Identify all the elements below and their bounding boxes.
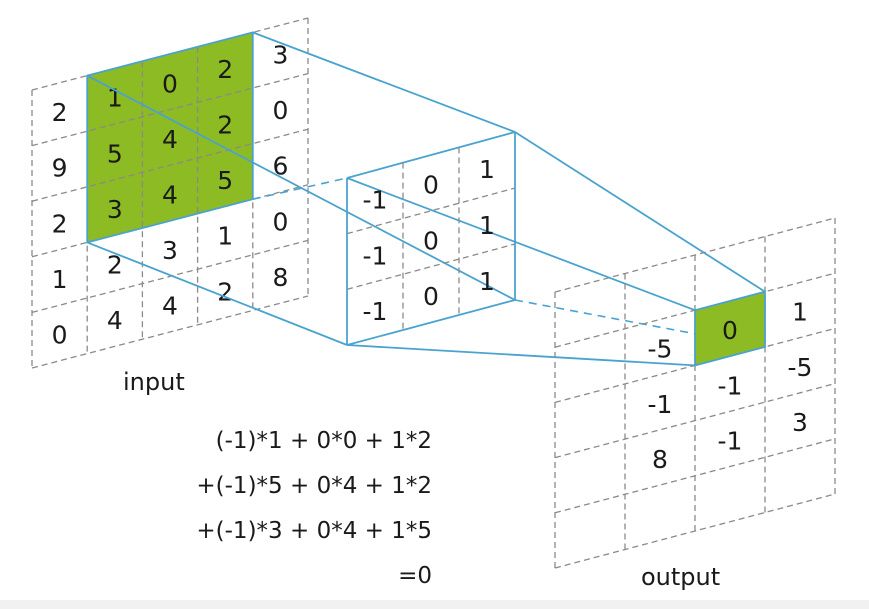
output-cell: -5 xyxy=(788,353,813,382)
kernel-cell: 1 xyxy=(479,155,495,184)
grid-row-line xyxy=(346,243,516,290)
grid-row-line xyxy=(31,128,309,202)
formula-line-2: +(-1)*5 + 0*4 + 1*2 xyxy=(196,473,432,499)
input-cell: 8 xyxy=(272,263,288,292)
connector-line xyxy=(252,31,516,133)
grid-row-line xyxy=(31,72,309,147)
grid-row-line xyxy=(346,131,516,179)
grid-row-line xyxy=(346,187,516,235)
kernel-cell: 0 xyxy=(423,226,439,255)
connector-line xyxy=(252,177,348,200)
input-cell: 0 xyxy=(162,69,178,98)
connector-line xyxy=(346,177,696,312)
formula-line-1: (-1)*1 + 0*0 + 1*2 xyxy=(216,428,432,454)
input-cell: 4 xyxy=(162,292,178,321)
input-cell: 4 xyxy=(162,181,178,210)
input-grid: 2 1 0 2 3 9 5 4 2 0 2 3 4 5 6 1 2 3 1 0 0 4 4 2 8 xyxy=(31,17,309,369)
input-cell: 0 xyxy=(52,321,68,350)
output-highlight-outline xyxy=(694,290,766,367)
kernel-grid: -1 0 1 -1 0 1 -1 0 1 xyxy=(346,131,516,346)
input-cell: 2 xyxy=(217,55,233,84)
input-highlight xyxy=(87,32,253,243)
output-cell: 8 xyxy=(652,445,668,474)
kernel-cell: 1 xyxy=(479,211,495,240)
kernel-cell: 0 xyxy=(423,170,439,199)
output-cell: -1 xyxy=(718,426,743,455)
input-cell: 2 xyxy=(52,98,68,127)
input-cell: 0 xyxy=(272,207,288,236)
formula: (-1)*1 + 0*0 + 1*2 +(-1)*5 + 0*4 + 1*2 +… xyxy=(196,428,432,589)
output-highlight xyxy=(695,291,765,366)
input-cell: 6 xyxy=(272,152,288,181)
formula-result: =0 xyxy=(398,563,432,589)
output-cell: 1 xyxy=(792,298,808,327)
connector-line xyxy=(346,344,696,367)
input-cell: 3 xyxy=(107,195,123,224)
input-cell: 2 xyxy=(217,277,233,306)
input-cell: 0 xyxy=(272,96,288,125)
input-cell: 5 xyxy=(217,166,233,195)
kernel-cell: 0 xyxy=(423,282,439,311)
bottom-edge xyxy=(0,600,869,609)
input-label: input xyxy=(123,368,185,396)
grid-row-line xyxy=(346,299,516,346)
input-cell: 2 xyxy=(217,111,233,140)
input-cell: 9 xyxy=(52,154,68,183)
input-cell: 2 xyxy=(107,251,123,280)
output-grid: -5 0 1 -1 -1 -5 8 -1 3 xyxy=(554,217,836,569)
output-cell: -1 xyxy=(648,390,673,419)
input-cell: 1 xyxy=(52,265,68,294)
output-cell: -1 xyxy=(718,371,743,400)
input-cell: 2 xyxy=(52,209,68,238)
grid-row-line xyxy=(31,239,309,314)
kernel-cell: -1 xyxy=(363,241,388,270)
input-cell: 3 xyxy=(272,41,288,70)
connector-line xyxy=(514,131,766,293)
grid-row-line xyxy=(31,295,309,369)
output-cell: 3 xyxy=(792,408,808,437)
input-cell: 4 xyxy=(162,125,178,154)
input-cell: 3 xyxy=(162,236,178,265)
kernel-cell: -1 xyxy=(363,297,388,326)
input-cell: 4 xyxy=(107,306,123,335)
output-cell: 0 xyxy=(722,316,738,345)
connector-lines xyxy=(86,31,766,367)
input-cell: 5 xyxy=(107,139,123,168)
input-cell: 1 xyxy=(107,84,123,113)
input-cell: 1 xyxy=(217,222,233,251)
connector-line xyxy=(86,241,348,346)
formula-line-3: +(-1)*3 + 0*4 + 1*5 xyxy=(196,518,432,544)
output-cell: -5 xyxy=(648,335,673,364)
output-label: output xyxy=(641,563,720,591)
kernel-cell: 1 xyxy=(479,267,495,296)
kernel-cell: -1 xyxy=(363,186,388,215)
